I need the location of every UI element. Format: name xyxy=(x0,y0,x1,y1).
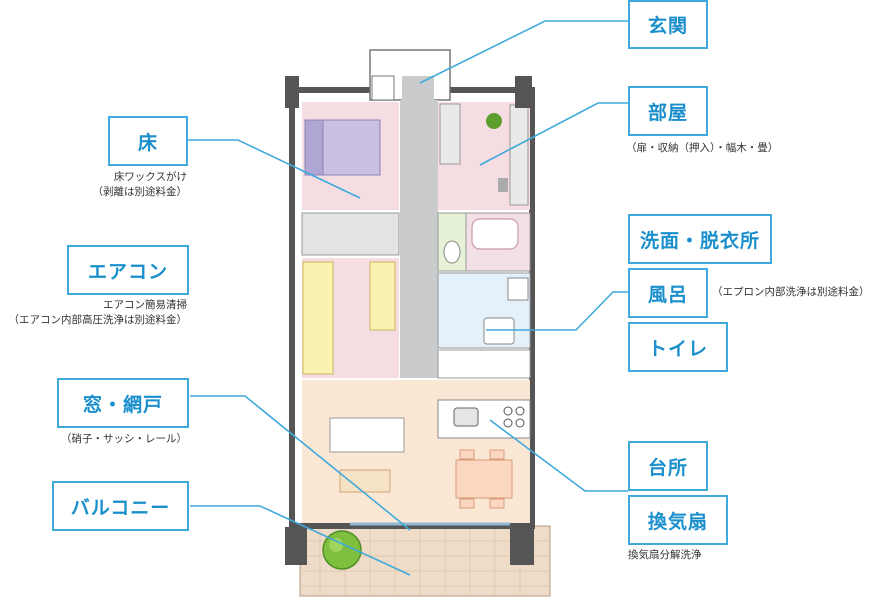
sofa-icon xyxy=(329,417,405,453)
label-yuka: 床 xyxy=(108,116,188,166)
note-furo: （エプロン内部洗浄は別途料金） xyxy=(712,286,870,298)
bathtub-icon xyxy=(471,218,519,250)
kitchen-counter xyxy=(437,399,531,439)
label-genkan: 玄関 xyxy=(628,0,708,49)
balcony-plant-icon xyxy=(322,530,362,570)
kitchen-sink-icon xyxy=(453,407,479,427)
label-toilet: トイレ xyxy=(628,322,728,372)
note-heya: （扉・収納（押入）・幅木・畳） xyxy=(626,142,779,154)
label-heya: 部屋 xyxy=(628,86,708,136)
corridor xyxy=(400,100,438,378)
note-mado: （硝子・サッシ・レール） xyxy=(61,433,187,445)
toilet-icon xyxy=(443,240,461,264)
desk-icon xyxy=(302,261,334,375)
washing-machine-icon xyxy=(507,277,529,301)
label-mado: 窓・網戸 xyxy=(57,378,189,428)
sink-icon xyxy=(483,317,515,345)
label-senmen: 洗面・脱衣所 xyxy=(628,214,772,264)
note-yuka-2: （剥離は別途料金） xyxy=(92,186,188,198)
dining-table-icon xyxy=(455,459,513,499)
note-aircon-2: （エアコン内部高圧洗浄は別途料金） xyxy=(8,314,188,326)
note-aircon-1: エアコン簡易清掃 xyxy=(103,299,187,311)
label-daidokoro: 台所 xyxy=(628,441,708,491)
label-aircon: エアコン xyxy=(67,245,189,295)
note-kankisen: 換気扇分解洗浄 xyxy=(628,549,702,561)
label-kankisen: 換気扇 xyxy=(628,495,728,545)
label-balcony: バルコニー xyxy=(52,481,189,531)
plant-icon xyxy=(486,113,502,129)
label-furo: 風呂 xyxy=(628,268,708,318)
note-yuka-1: 床ワックスがけ xyxy=(113,171,187,183)
